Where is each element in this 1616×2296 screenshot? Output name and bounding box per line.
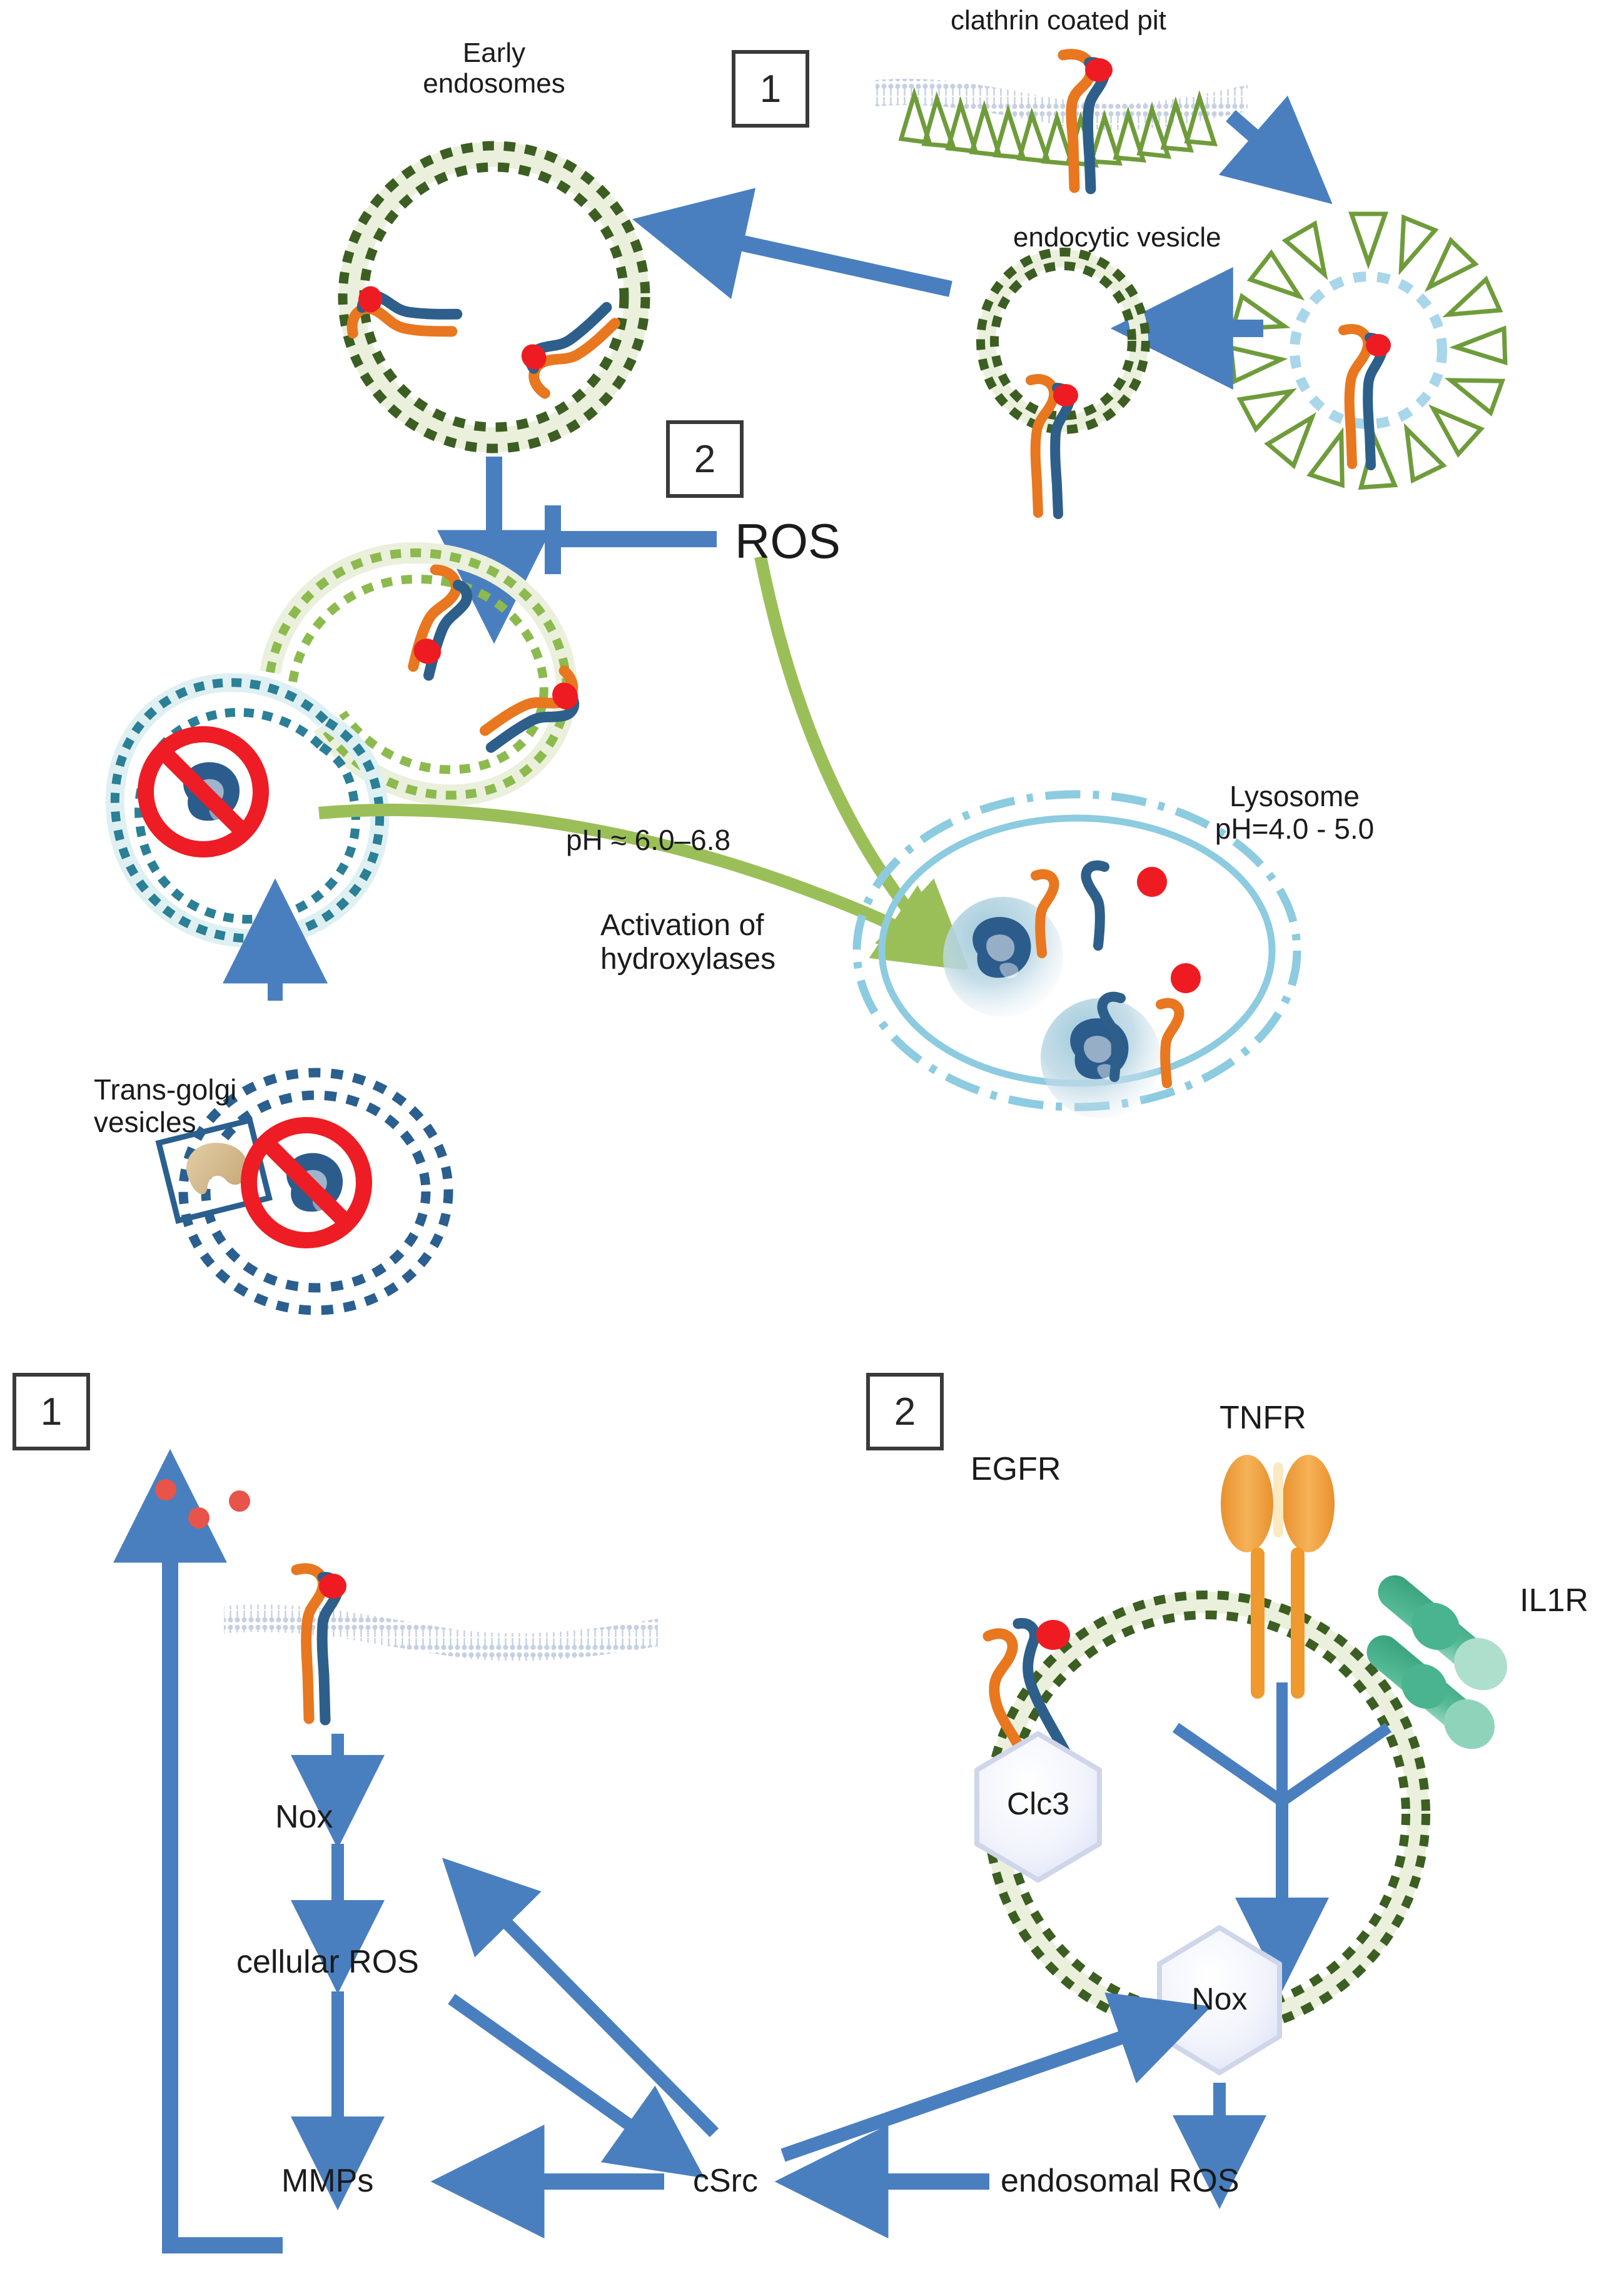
step-badge-1-top: 1 [732, 50, 809, 128]
receptor-tnfr [1221, 1455, 1335, 1699]
step-badge-1-bottom-label: 1 [40, 1390, 63, 1434]
ros-inhibition-bar [545, 505, 717, 574]
endocytic-vesicle-label: endocytic vesicle [1013, 222, 1221, 253]
trans-golgi-vesicle [155, 1068, 453, 1315]
inactive-hydrolase-golgi [241, 1117, 372, 1248]
node-mmps: MMPs [281, 2163, 374, 2199]
arrow-ros-to-lysosome [754, 555, 969, 970]
clathrin-coated-vesicle [1228, 211, 1508, 490]
free-ligand-1 [1137, 867, 1167, 897]
receptor-egfr-plasma-membrane [291, 1563, 346, 1726]
ph-endosome-label: pH ≈ 6.0–6.8 [566, 824, 731, 856]
arrow-pit-to-vesicle [1218, 95, 1333, 205]
node-clc3: Clc3 [1006, 1786, 1070, 1821]
clathrin-coat-pit [898, 86, 1218, 168]
node-cellular-ros: cellular ROS [236, 1944, 419, 1980]
early-endosome [338, 141, 650, 453]
early-endosomes-label: Early endosomes [423, 38, 565, 99]
activation-hydroxylases-label: Activation of hydroxylases [600, 909, 776, 976]
free-ligand-2 [1171, 963, 1201, 993]
trans-golgi-label: Trans-golgi vesicles [94, 1073, 237, 1138]
arrow-csrc-to-nox-endosomal [780, 1992, 1212, 2162]
step-badge-2-top: 2 [666, 420, 744, 498]
clathrin-coated-pit-label: clathrin coated pit [951, 5, 1166, 36]
step-badge-2-top-label: 2 [694, 437, 716, 481]
node-endosomal-ros: endosomal ROS [1001, 2163, 1240, 2199]
degraded-receptor-fragments [1031, 860, 1184, 1088]
channel-clc3 [974, 1731, 1102, 1883]
inactive-hydrolase-late-endosome [138, 726, 269, 857]
active-hydrolase-1 [943, 897, 1063, 1017]
lysosome [852, 790, 1301, 1118]
tnfr-label: TNFR [1220, 1400, 1306, 1436]
late-endosome [105, 542, 580, 948]
receptor-egfr-pit [1058, 49, 1113, 195]
node-csrc: cSrc [693, 2163, 758, 2199]
arrow-cellular-ros-to-csrc [448, 1993, 705, 2178]
arrows-receptors-to-nox-endosomal [1172, 1682, 1392, 1992]
arrow-endocytic-to-early [632, 188, 952, 300]
step-badge-1-bottom: 1 [13, 1373, 90, 1450]
ros-label: ROS [735, 513, 841, 569]
plasma-membrane-bottom-left [224, 1604, 658, 1661]
step-badge-2-bottom: 2 [866, 1373, 944, 1450]
step-badge-2-bottom-label: 2 [894, 1390, 916, 1434]
il1r-label: IL1R [1520, 1582, 1588, 1619]
receptor-il1r [1366, 1575, 1507, 1749]
arrow-mmps-to-extracellular-ros [113, 1449, 283, 2253]
lysosome-label: Lysosome pH=4.0 - 5.0 [1215, 780, 1375, 845]
endocytic-vesicle [976, 248, 1150, 519]
step-badge-1-top-label: 1 [759, 67, 782, 111]
node-nox: Nox [275, 1799, 333, 1835]
node-nox-endosomal: Nox [1191, 1981, 1248, 2016]
egfr-label: EGFR [971, 1451, 1061, 1487]
extracellular-ros-dots [155, 1479, 250, 1529]
receptor-egfr-endosome [982, 1617, 1079, 1776]
arrow-csrc-to-nox [442, 1858, 719, 2138]
